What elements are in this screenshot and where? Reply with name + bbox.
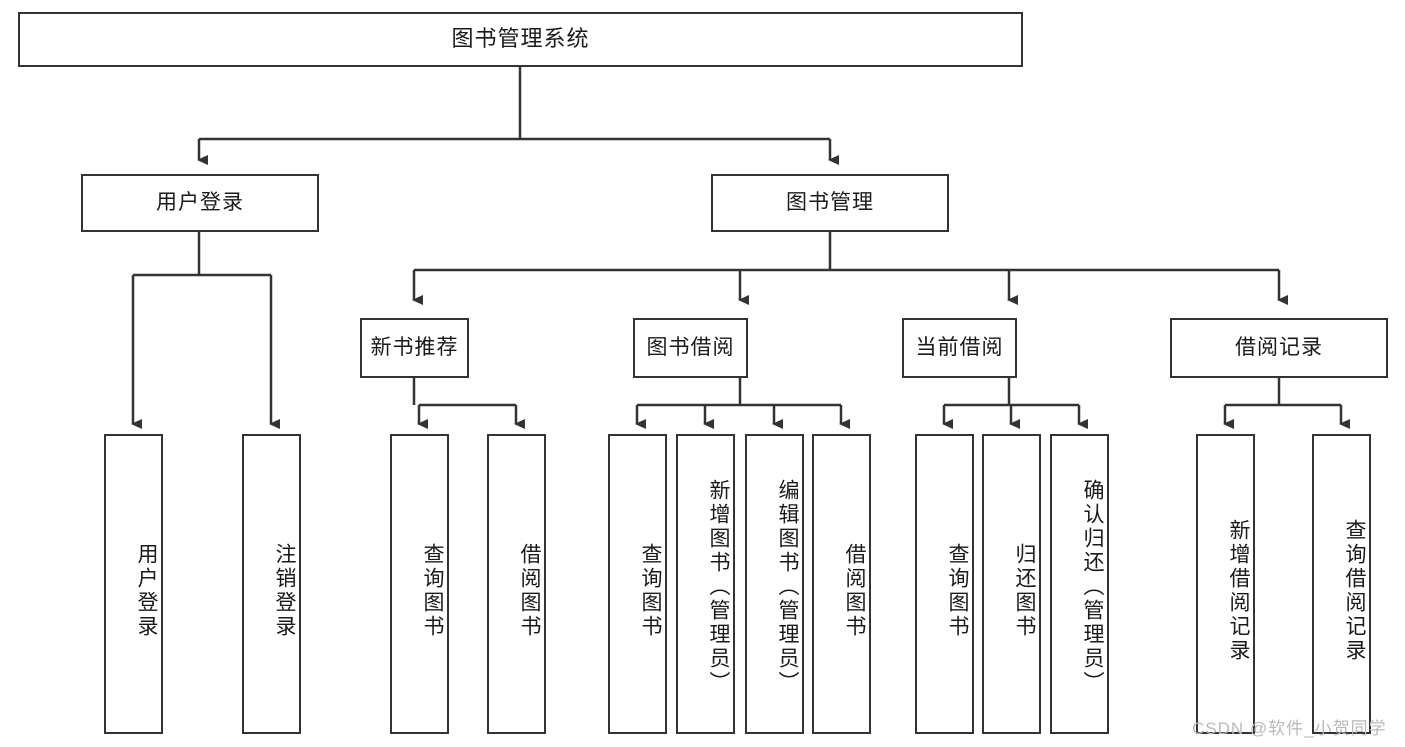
leaf-borrow-book[interactable]: 借阅图书 [812, 434, 871, 734]
node-book-management[interactable]: 图书管理 [711, 174, 949, 232]
node-label: 当前借阅 [915, 336, 1004, 360]
node-new-book-recommend[interactable]: 新书推荐 [360, 318, 469, 378]
node-label: 新增图书（管理员） [707, 479, 730, 695]
node-current-borrow[interactable]: 当前借阅 [902, 318, 1017, 378]
leaf-query-borrow-record[interactable]: 查询借阅记录 [1312, 434, 1371, 734]
node-label: 图书管理系统 [451, 26, 590, 52]
node-label: 查询图书 [946, 543, 969, 639]
leaf-add-borrow-record[interactable]: 新增借阅记录 [1196, 434, 1255, 734]
node-label: 图书借阅 [646, 336, 735, 360]
leaf-confirm-return-admin[interactable]: 确认归还（管理员） [1050, 434, 1109, 734]
leaf-user-logout[interactable]: 注销登录 [242, 434, 301, 734]
node-label: 新书推荐 [370, 336, 459, 360]
leaf-edit-book-admin[interactable]: 编辑图书（管理员） [745, 434, 804, 734]
leaf-borrow-book-recommend[interactable]: 借阅图书 [487, 434, 546, 734]
leaf-user-login[interactable]: 用户登录 [104, 434, 163, 734]
node-label: 借阅记录 [1235, 336, 1323, 360]
node-label: 借阅图书 [518, 543, 541, 639]
node-label: 新增借阅记录 [1227, 519, 1250, 663]
node-user-login[interactable]: 用户登录 [81, 174, 319, 232]
node-label: 编辑图书（管理员） [776, 479, 799, 695]
node-label: 确认归还（管理员） [1081, 479, 1104, 695]
leaf-return-book[interactable]: 归还图书 [982, 434, 1041, 734]
leaf-query-book[interactable]: 查询图书 [608, 434, 667, 734]
leaf-add-book-admin[interactable]: 新增图书（管理员） [676, 434, 735, 734]
node-label: 归还图书 [1013, 543, 1036, 639]
node-label: 用户登录 [156, 191, 244, 215]
node-label: 借阅图书 [843, 543, 866, 639]
node-borrow-record[interactable]: 借阅记录 [1170, 318, 1388, 378]
node-label: 查询借阅记录 [1343, 519, 1366, 663]
leaf-query-book-current[interactable]: 查询图书 [915, 434, 974, 734]
node-root-system[interactable]: 图书管理系统 [18, 12, 1023, 67]
leaf-query-book-recommend[interactable]: 查询图书 [390, 434, 449, 734]
csdn-watermark: CSDN @软件_小贺同学 [1192, 719, 1387, 738]
node-book-borrow[interactable]: 图书借阅 [633, 318, 748, 378]
node-label: 注销登录 [273, 543, 296, 639]
node-label: 查询图书 [639, 543, 662, 639]
node-label: 图书管理 [786, 191, 874, 215]
node-label: 查询图书 [421, 543, 444, 639]
node-label: 用户登录 [135, 543, 158, 639]
